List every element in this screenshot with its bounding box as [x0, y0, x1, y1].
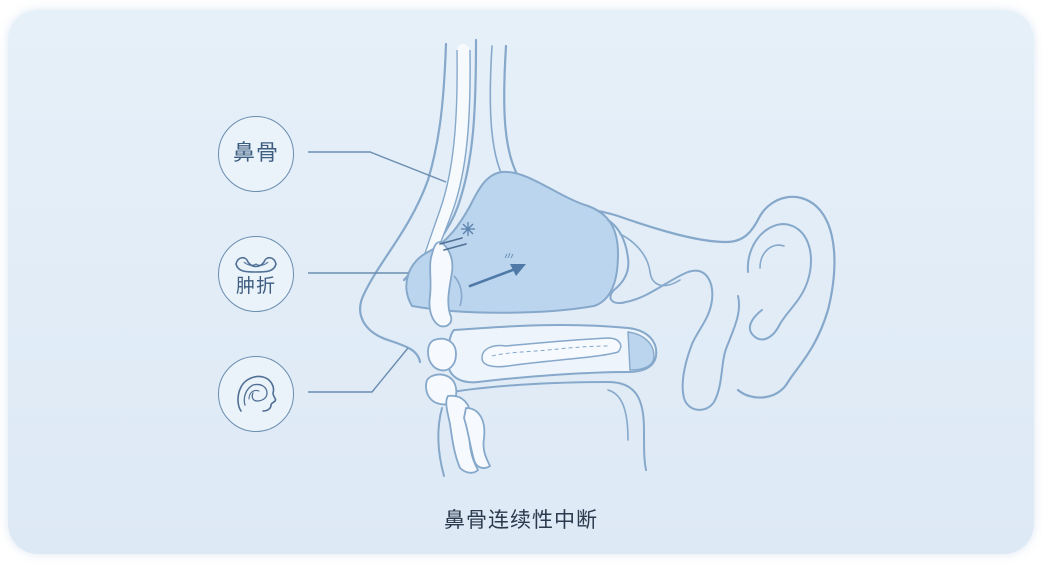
figure-caption: 鼻骨连续性中断	[444, 508, 598, 532]
jaw-outline	[451, 380, 647, 471]
sinus-partition	[607, 219, 740, 411]
lip-chin-bones	[425, 337, 492, 474]
star-marker	[461, 222, 475, 236]
nose-swelling-icon	[235, 256, 277, 273]
septum-bone	[428, 241, 454, 328]
label-nasal-bone-text: 鼻骨	[232, 141, 279, 166]
teeth-row	[481, 337, 622, 368]
label-swelling: 肿折	[218, 236, 294, 312]
label-swelling-text: 肿折	[235, 275, 276, 297]
fracture-marks	[439, 237, 467, 251]
label-head	[218, 356, 294, 432]
diagram-card: 鼻骨 肿折 鼻骨连续性中断	[8, 10, 1034, 554]
head-profile-icon	[237, 375, 277, 412]
nose-cross-section-illustration	[308, 38, 836, 477]
ear-outline	[746, 222, 812, 341]
displacement-arrow	[468, 252, 526, 288]
leader-lines	[308, 151, 447, 393]
nasal-bone-strip	[422, 44, 470, 264]
label-nasal-bone: 鼻骨	[218, 116, 294, 192]
